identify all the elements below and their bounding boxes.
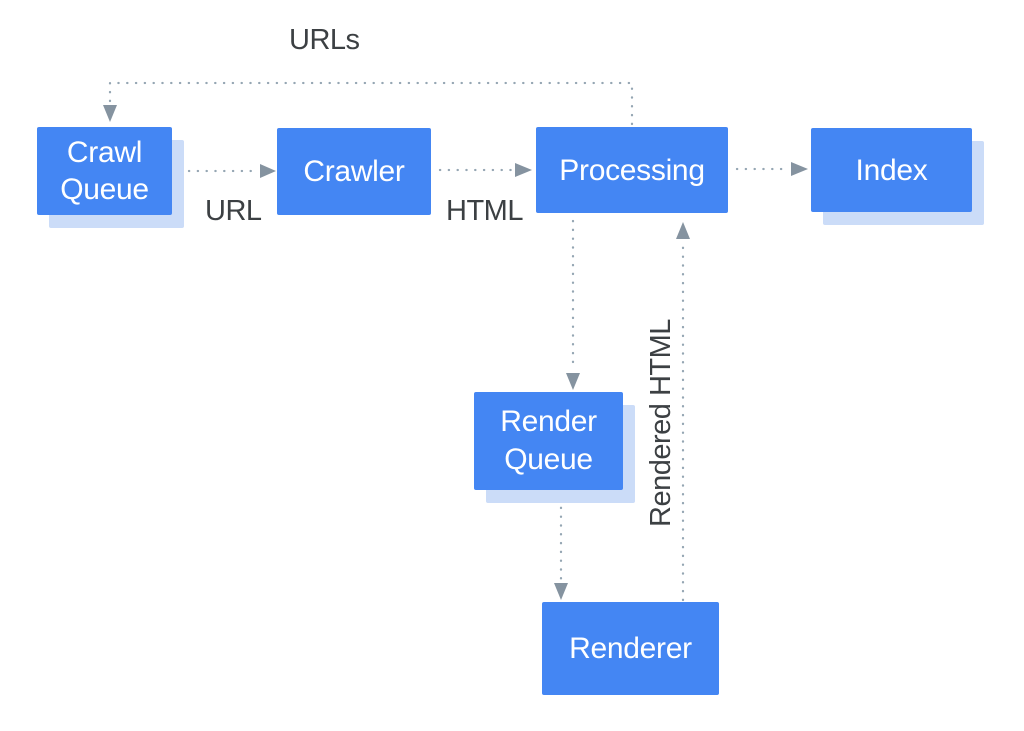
node-label: Renderer bbox=[569, 632, 692, 665]
arrowhead-up-icon bbox=[676, 222, 690, 239]
connector-crawlqueue-to-crawler bbox=[187, 164, 276, 178]
connector-renderer-to-processing bbox=[676, 222, 690, 602]
node-label: Crawl Queue bbox=[60, 136, 149, 206]
node-render-queue: Render Queue bbox=[474, 392, 623, 490]
arrowhead-right-icon bbox=[791, 162, 808, 176]
node-crawl-queue: Crawl Queue bbox=[37, 127, 172, 215]
node-label: Crawler bbox=[303, 155, 405, 188]
edge-label-html: HTML bbox=[446, 195, 523, 227]
arrowhead-down-icon bbox=[554, 583, 568, 600]
arrowhead-right-icon bbox=[515, 163, 532, 177]
node-crawler: Crawler bbox=[277, 128, 431, 215]
connector-processing-to-index bbox=[735, 162, 808, 176]
node-label: Processing bbox=[559, 153, 705, 187]
arrowhead-down-icon bbox=[566, 373, 580, 390]
node-label: Index bbox=[855, 153, 928, 187]
edge-label-rendered-html: Rendered HTML bbox=[645, 319, 677, 527]
connector-renderqueue-to-renderer bbox=[554, 497, 568, 600]
connector-crawler-to-processing bbox=[438, 163, 532, 177]
node-index: Index bbox=[811, 128, 972, 212]
node-label: Render Queue bbox=[500, 405, 597, 476]
connector-line bbox=[108, 81, 634, 126]
arrowhead-right-icon bbox=[260, 164, 276, 178]
node-processing: Processing bbox=[536, 127, 728, 213]
edge-label-urls: URLs bbox=[289, 24, 360, 56]
connector-processing-to-crawlqueue bbox=[103, 81, 634, 126]
connector-processing-to-renderqueue bbox=[566, 219, 580, 390]
node-renderer: Renderer bbox=[542, 602, 719, 695]
arrowhead-down-icon bbox=[103, 105, 117, 122]
edge-label-url: URL bbox=[205, 195, 262, 227]
